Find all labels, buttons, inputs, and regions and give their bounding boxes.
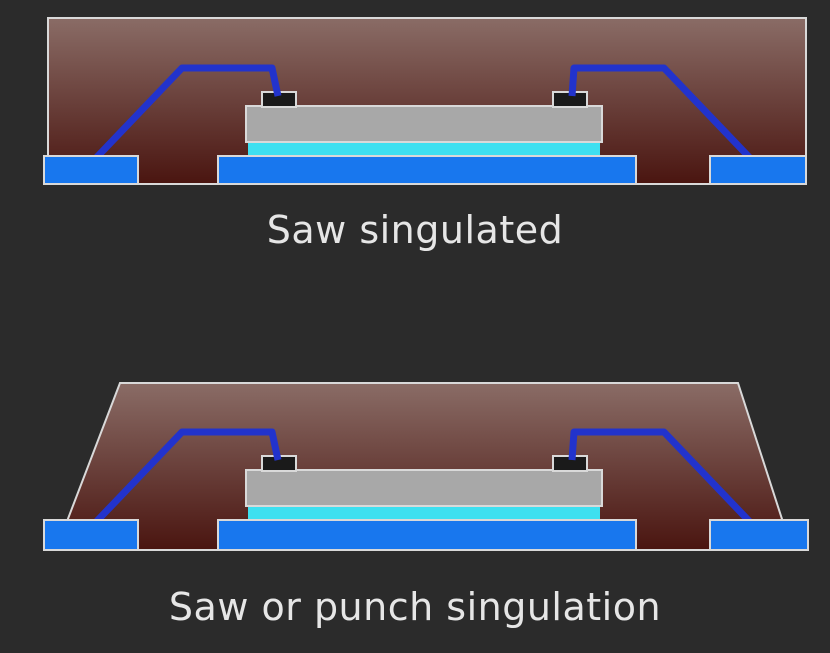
caption-saw-or-punch-singulation: Saw or punch singulation: [168, 585, 662, 629]
die: [245, 105, 603, 143]
saw-singulated-package: [43, 17, 807, 185]
die-attach-layer: [248, 504, 600, 522]
lead-pad-right: [709, 519, 809, 551]
punch-singulated-package: [43, 382, 809, 551]
die-paddle: [217, 519, 637, 551]
bond-wire-right: [568, 428, 753, 525]
die: [245, 469, 603, 507]
bond-wire-left: [93, 428, 282, 525]
bond-wire-right: [568, 64, 753, 161]
bond-wire-left: [93, 64, 282, 161]
lead-pad-right: [709, 155, 807, 185]
die-paddle: [217, 155, 637, 185]
caption-saw-singulated: Saw singulated: [266, 208, 564, 252]
lead-pad-left: [43, 519, 139, 551]
lead-pad-left: [43, 155, 139, 185]
die-attach-layer: [248, 140, 600, 158]
